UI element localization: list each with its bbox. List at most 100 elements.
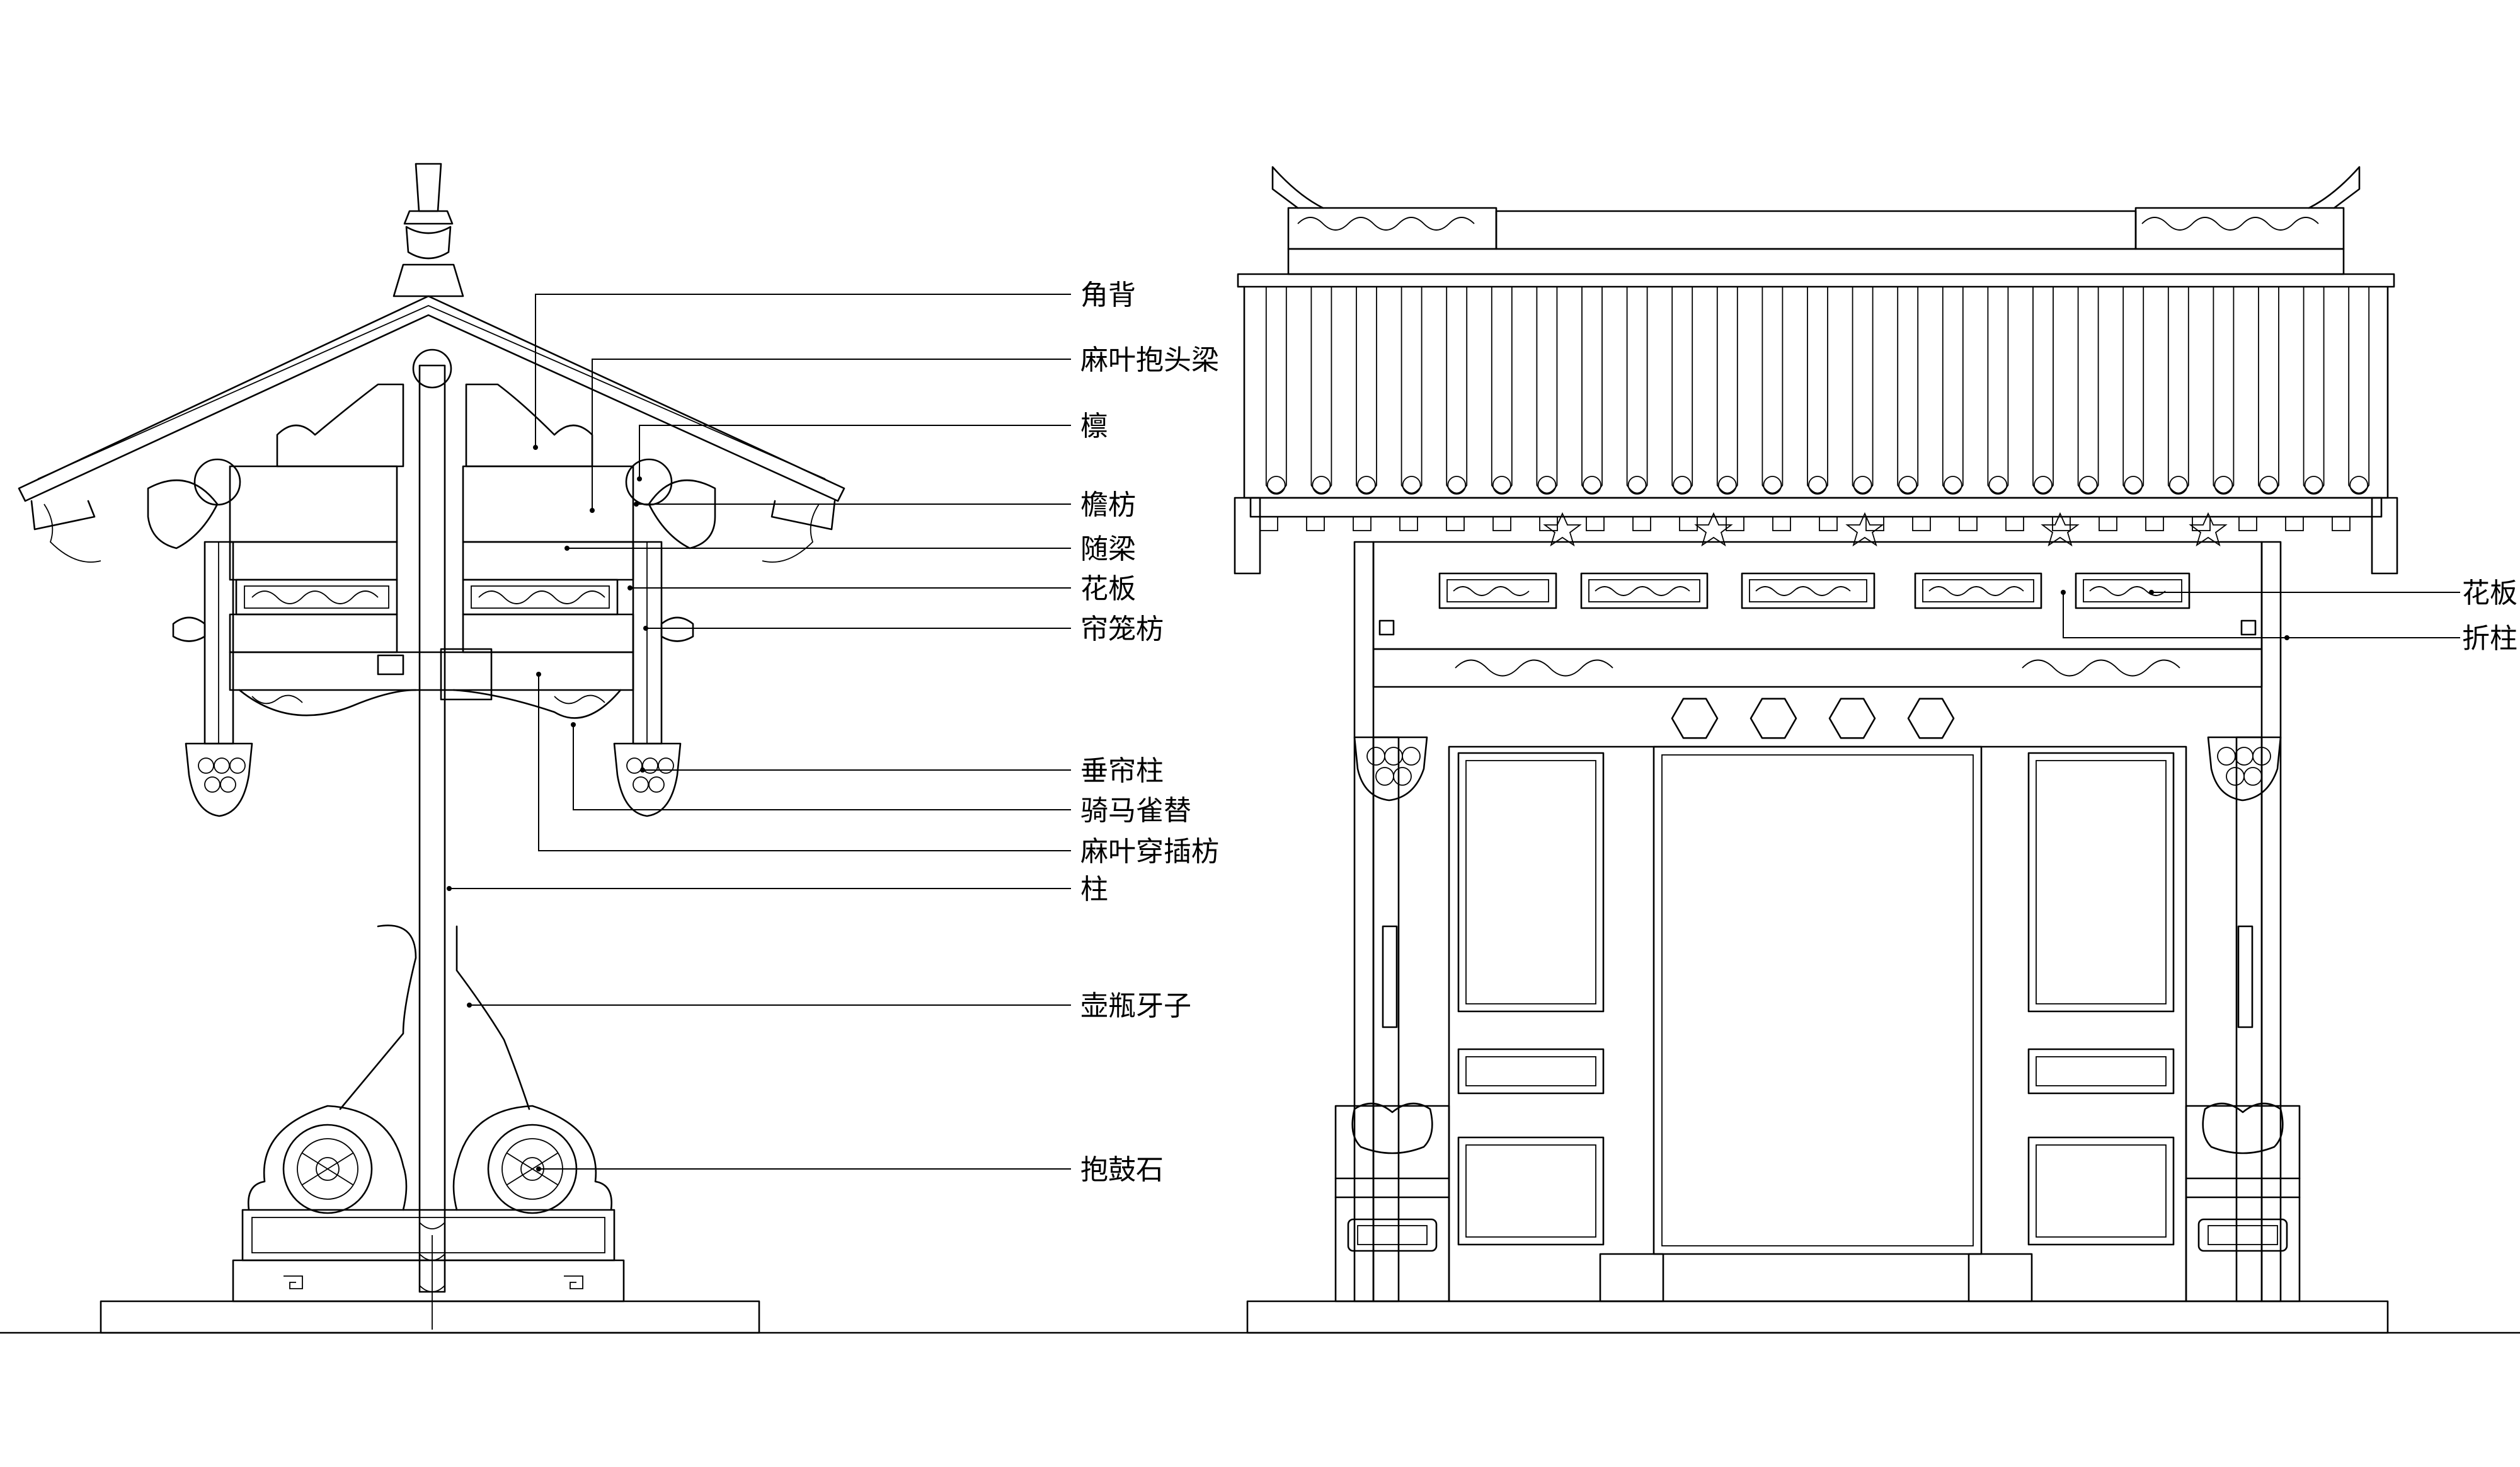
roof-tile-end bbox=[2168, 476, 2188, 495]
roof-tile-end bbox=[1673, 476, 1692, 495]
qimaquetie-left bbox=[238, 689, 417, 716]
roof-tile-ridge bbox=[1446, 287, 1468, 494]
front-step-right bbox=[1967, 1253, 2033, 1303]
roof-tile-end bbox=[1943, 476, 1962, 495]
front-huaban-scroll bbox=[1928, 586, 2024, 596]
front-view-leaders bbox=[2061, 590, 2460, 640]
label-huaban: 花板 bbox=[1080, 573, 1136, 605]
baogushi-left bbox=[248, 1105, 408, 1214]
front-view-labels: 花板 折柱 bbox=[2462, 577, 2517, 655]
roof-tile-ridge bbox=[2258, 287, 2279, 494]
eave-dentil bbox=[2099, 516, 2117, 531]
eave-dentil bbox=[2145, 516, 2164, 531]
front-side-panels-right bbox=[2027, 752, 2175, 1246]
front-huaban-inner bbox=[1922, 579, 2034, 602]
front-huaban-inner bbox=[1446, 579, 1549, 602]
roof-tile-ridge bbox=[2303, 287, 2325, 494]
front-huaban-panel bbox=[2075, 572, 2191, 609]
label-lin: 檩 bbox=[1080, 410, 1108, 442]
bracket-end-left bbox=[147, 479, 219, 549]
roof-tile-ridge bbox=[2032, 287, 2054, 494]
roof-tile-ridge bbox=[1852, 287, 1874, 494]
baotouliang-left bbox=[229, 465, 398, 543]
roof-tile-ridge bbox=[1626, 287, 1648, 494]
roof-tile-end bbox=[2034, 476, 2053, 495]
front-huaban-scroll bbox=[1595, 586, 1690, 596]
lianlongfang-right bbox=[462, 613, 634, 653]
hex-ornament bbox=[1907, 698, 1955, 739]
eave-dentil bbox=[1446, 516, 1465, 531]
eave-dentil bbox=[1259, 516, 1278, 531]
eave-dentil bbox=[2238, 516, 2257, 531]
maye-chuanchafang bbox=[229, 651, 634, 691]
roof-tile-end bbox=[2214, 476, 2233, 495]
roof-tile-end bbox=[1402, 476, 1421, 495]
roof-tile-end bbox=[1537, 476, 1557, 495]
front-lianlongfang bbox=[1372, 648, 2263, 688]
roof-tile-ridge bbox=[1581, 287, 1603, 494]
peg-right bbox=[440, 648, 493, 701]
eave-dentil bbox=[1539, 516, 1558, 531]
eave-dentil bbox=[1912, 516, 1931, 531]
ridge-purlin bbox=[412, 348, 452, 389]
roof-tile-ridge bbox=[1897, 287, 1919, 494]
side-plinth-lower bbox=[232, 1259, 625, 1303]
front-door-leaf bbox=[1652, 745, 1983, 1255]
eave-star bbox=[1694, 512, 1733, 547]
eave-dentil bbox=[2285, 516, 2304, 531]
label-chuilianzhu: 垂帘柱 bbox=[1080, 755, 1164, 787]
eave-dentil bbox=[1726, 516, 1744, 531]
lianlongfang-left bbox=[229, 613, 398, 653]
eave-star bbox=[2041, 512, 2080, 547]
label-front-huaban: 花板 bbox=[2462, 577, 2517, 609]
label-zhezhu: 折柱 bbox=[2462, 623, 2517, 655]
baogushi-right bbox=[452, 1105, 612, 1214]
eave-star bbox=[1543, 512, 1582, 547]
roof-tile-end bbox=[1266, 476, 1286, 495]
roof-tile-end bbox=[2078, 476, 2098, 495]
roof-tile-end bbox=[1447, 476, 1467, 495]
roof-tile-ridge bbox=[1400, 287, 1423, 494]
eave-dentil bbox=[1586, 516, 1605, 531]
front-step-left bbox=[1599, 1253, 1664, 1303]
front-huaban-row bbox=[1438, 572, 2191, 609]
front-huaban-panel bbox=[1914, 572, 2042, 609]
front-hex-ornaments bbox=[1671, 698, 1955, 739]
label-maye-chuanchafang: 麻叶穿插枋 bbox=[1080, 836, 1219, 868]
front-huaban-inner bbox=[1588, 579, 1700, 602]
qimaquetie-right bbox=[452, 689, 622, 719]
eave-dentil bbox=[1306, 516, 1325, 531]
roof-tile-end bbox=[2349, 476, 2369, 495]
front-huaban-panel bbox=[1580, 572, 1709, 609]
label-maye-baotouliang: 麻叶抱头梁 bbox=[1080, 344, 1219, 376]
eave-dentil bbox=[2332, 516, 2351, 531]
roof-tile-ridge bbox=[1716, 287, 1738, 494]
eave-dentil bbox=[1492, 516, 1511, 531]
label-zhu: 柱 bbox=[1080, 873, 1108, 906]
front-base-slab bbox=[1246, 1300, 2389, 1334]
eave-dentil bbox=[1679, 516, 1698, 531]
front-inner-frame bbox=[1448, 745, 2187, 1303]
roof-tile-end bbox=[1988, 476, 2008, 495]
eave-dentil bbox=[1353, 516, 1372, 531]
roof-tile-ridge bbox=[2213, 287, 2235, 494]
front-ridge bbox=[1271, 166, 2361, 275]
side-view-labels: 角背 麻叶抱头梁 檩 檐枋 随梁 花板 帘笼枋 垂帘柱 骑马雀替 麻叶穿插枋 柱… bbox=[1080, 279, 1219, 1186]
roof-tile-ridge bbox=[2167, 287, 2189, 494]
label-baogushi: 抱鼓石 bbox=[1080, 1154, 1164, 1186]
label-jiaobei: 角背 bbox=[1080, 279, 1136, 311]
bracket-end-right bbox=[648, 479, 716, 549]
roof-tile-ridge bbox=[1265, 287, 1287, 494]
eave-star bbox=[2189, 512, 2228, 547]
roof-tile-end bbox=[1808, 476, 1827, 495]
front-yanfang bbox=[1372, 541, 2263, 650]
front-huaban-inner bbox=[1749, 579, 1867, 602]
front-pier-left bbox=[1334, 1102, 1450, 1303]
roof-tile-ridge bbox=[1987, 287, 2009, 494]
hex-ornament bbox=[1671, 698, 1719, 739]
roof-tile-end bbox=[2259, 476, 2278, 495]
front-huaban-panel bbox=[1438, 572, 1557, 609]
roof-tile-end bbox=[1627, 476, 1647, 495]
